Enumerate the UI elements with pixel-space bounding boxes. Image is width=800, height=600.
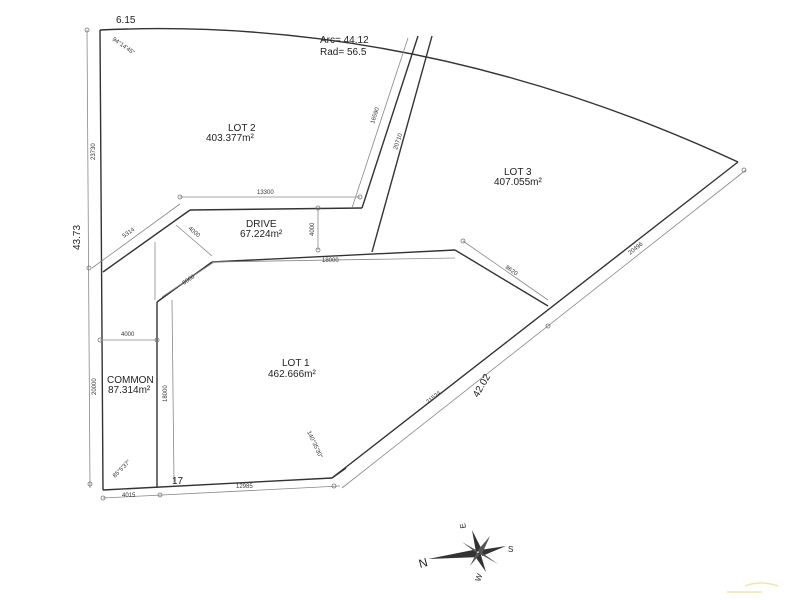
- rad-label: Rad= 56.5: [320, 47, 367, 58]
- left-upper-dim: 23730: [91, 143, 97, 160]
- strip-a-dim: 16590: [370, 106, 381, 124]
- drive-name: DRIVE: [246, 219, 277, 230]
- compass-rose: N E S W: [417, 522, 513, 582]
- left-total-label: 43.73: [72, 225, 83, 250]
- bottom-boundary: [102, 477, 333, 491]
- top-frontage-label: 6.15: [116, 15, 136, 26]
- drive-width-dim: 4000: [310, 222, 316, 236]
- compass-e-label: E: [458, 522, 468, 529]
- bottom-left-dim: 4015: [122, 493, 136, 499]
- top-left-angle: 94°14'45": [111, 37, 135, 57]
- common-height-dim: 18000: [163, 385, 169, 402]
- lot1-name: LOT 1: [282, 358, 310, 369]
- lot-number-label: 17: [172, 476, 184, 487]
- compass-s-label: S: [508, 545, 513, 554]
- right-lower-dim: 21524: [426, 390, 443, 405]
- drive-top-dim: 13300: [257, 190, 274, 196]
- strip-b-dim: 20710: [393, 132, 404, 150]
- drive-boundaries: [91, 35, 549, 488]
- right-total-label: 42.02: [471, 372, 493, 400]
- compass-north-point: [428, 549, 481, 559]
- bottom-mid-dim: 12985: [236, 484, 253, 490]
- drive-bottom-dim: 18000: [322, 258, 339, 264]
- watermark-logo: [727, 582, 779, 593]
- common-area: 87.314m²: [108, 385, 151, 396]
- top-arc-boundary: [99, 27, 739, 163]
- compass-w-label: W: [473, 572, 484, 583]
- compass-n-label: N: [417, 555, 429, 571]
- drive-area: 67.224m²: [240, 229, 283, 240]
- lot2-area: 403.377m²: [206, 133, 254, 144]
- diag-upper-dim: 5314: [122, 227, 137, 240]
- right-boundary: [331, 161, 739, 479]
- lot3-inner-dim: 8620: [504, 265, 519, 278]
- right-upper-dim: 20496: [628, 241, 645, 256]
- common-name: COMMON: [107, 375, 154, 386]
- bottom-right-angle: 140°35'30": [305, 430, 323, 459]
- lot2-name: LOT 2: [228, 123, 256, 134]
- outer-dimensions: [84, 27, 747, 501]
- left-lower-dim: 20000: [92, 378, 98, 395]
- lot3-name: LOT 3: [504, 167, 532, 178]
- outer-boundary: [99, 27, 739, 491]
- diag-mid-dim: 4000: [187, 226, 202, 240]
- bottom-left-angle: 85°5'37": [112, 459, 132, 479]
- left-boundary: [99, 29, 104, 491]
- common-width-dim: 4000: [121, 332, 135, 338]
- arc-label: Arc= 44.12: [320, 35, 369, 46]
- plan-labels: 6.15 Arc= 44.12 Rad= 56.5 94°14'45" 43.7…: [72, 15, 645, 499]
- lot1-area: 462.666m²: [268, 369, 316, 380]
- lot3-area: 407.055m²: [494, 177, 542, 188]
